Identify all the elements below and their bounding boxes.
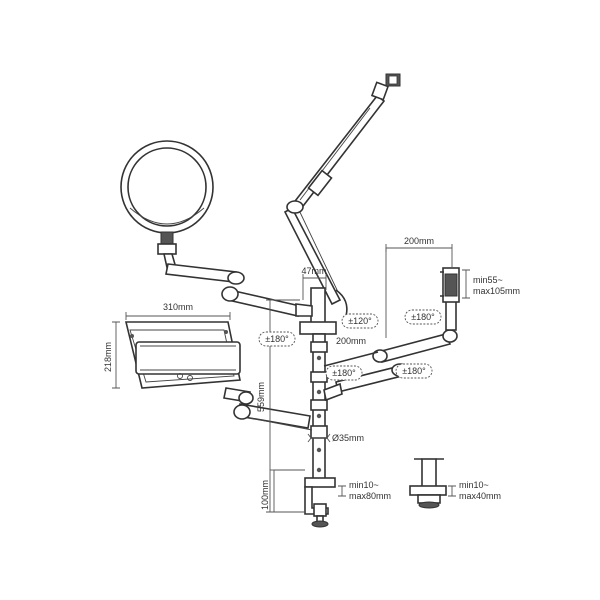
clamp-top-plate — [304, 477, 336, 488]
label-grommet-range-2: max40mm — [459, 491, 501, 501]
label-clamp-range-2: max80mm — [349, 491, 391, 501]
ring-light-inner — [127, 147, 207, 227]
boom-arm — [283, 73, 401, 317]
label-laptop-depth: 218mm — [103, 342, 113, 372]
clamp-body — [304, 486, 329, 515]
grommet-pole — [421, 458, 437, 490]
desk-clamp — [304, 477, 336, 528]
rotation-badges: ±120° ±180° ±180° ±180° ±180° — [258, 309, 442, 381]
phone-arm-segment-2 — [376, 333, 452, 363]
ring-light-mount — [160, 231, 174, 245]
rotation-right-arm: ±180° — [402, 366, 426, 376]
label-phone-range-2: max105mm — [473, 286, 520, 296]
ring-arm-segment-1 — [165, 263, 237, 283]
ring-light — [120, 140, 214, 255]
pole-top-section — [310, 287, 326, 325]
ring-light-arm — [163, 253, 301, 317]
rotation-phone-arm: ±180° — [411, 312, 435, 322]
label-clamp-range-1: min10~ — [349, 480, 379, 490]
label-phone-range-1: min55~ — [473, 275, 503, 285]
phone-arm — [323, 267, 460, 402]
grommet-plate — [409, 485, 447, 496]
ring-light-outer — [120, 140, 214, 234]
label-arm-offset-top: 47mm — [301, 266, 326, 276]
pole-collar-top — [299, 321, 337, 335]
ring-light-shade — [129, 207, 205, 225]
grommet-knob — [418, 501, 440, 509]
laptop-arm — [223, 387, 313, 431]
clamp-knob — [311, 520, 329, 528]
label-pole-diameter: Ø35mm — [332, 433, 364, 443]
rotation-laptop-arm: ±180° — [332, 368, 356, 378]
rotation-left-arm-top: ±180° — [265, 334, 289, 344]
label-pole-height: 559mm — [256, 382, 266, 412]
main-pole — [299, 287, 337, 487]
laptop-tray-bracket — [135, 341, 241, 375]
grommet-mount — [409, 458, 447, 509]
label-arm-reach-center: 200mm — [336, 336, 366, 346]
label-laptop-width: 310mm — [163, 302, 193, 312]
label-arm-reach-right: 200mm — [404, 236, 434, 246]
label-grommet-range-1: min10~ — [459, 480, 489, 490]
dimension-labels: 310mm 218mm 47mm 200mm 200mm 559mm Ø35mm… — [103, 236, 520, 510]
label-clamp-height: 100mm — [260, 480, 270, 510]
ring-arm-segment-2 — [227, 289, 301, 317]
rotation-boom: ±120° — [348, 316, 372, 326]
laptop-tray — [124, 321, 241, 389]
ring-light-knuckle — [157, 243, 177, 255]
